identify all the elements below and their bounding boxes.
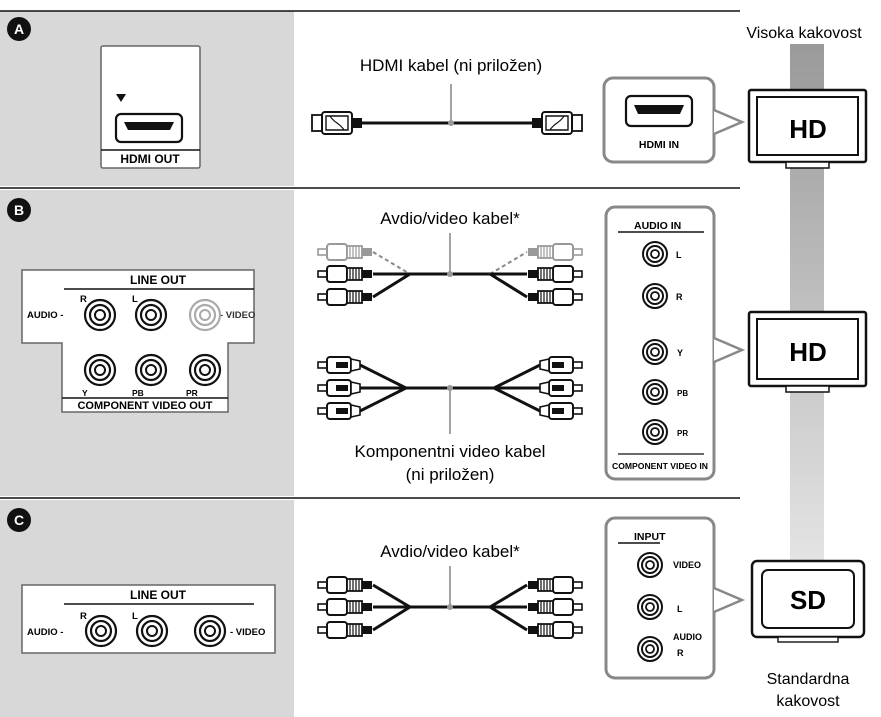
- audio-label-c: AUDIO -: [27, 627, 63, 638]
- av-cable-label-b: Avdio/video kabel*: [380, 209, 520, 228]
- pointer-b: [713, 336, 746, 364]
- svg-text:L: L: [132, 611, 138, 622]
- badge-b-text: B: [14, 202, 24, 218]
- component-cable-label-2: (ni priložen): [406, 465, 495, 484]
- player-line-out-component-panel: LINE OUT AUDIO - R L - VIDEO Y PB PR COM…: [21, 269, 255, 413]
- tv-audio-component-in-panel: AUDIO IN L R Y PB PR COMPONENT VIDEO IN: [604, 205, 716, 481]
- jack-r: [83, 298, 117, 332]
- triangle-marker-icon: [116, 94, 126, 102]
- jack-l: [134, 298, 168, 332]
- badge-a-text: A: [14, 21, 24, 37]
- svg-text:L: L: [132, 294, 138, 305]
- svg-text:R: R: [80, 294, 87, 305]
- badge-c: C: [7, 508, 31, 532]
- svg-text:PB: PB: [677, 389, 688, 398]
- svg-text:L: L: [677, 604, 683, 614]
- svg-text:VIDEO: VIDEO: [673, 560, 701, 570]
- jack-pr: [188, 353, 222, 387]
- pointer-a: [713, 108, 746, 136]
- quality-high-label: Visoka kakovost: [746, 25, 862, 42]
- input-label: INPUT: [634, 531, 666, 543]
- tv-hd-top: HD: [747, 88, 868, 169]
- hdmi-in-label: HDMI IN: [639, 139, 679, 151]
- svg-text:R: R: [677, 648, 684, 658]
- player-line-out-panel: LINE OUT AUDIO - R L - VIDEO: [21, 584, 276, 654]
- quality-standard-label-1: Standardna: [767, 671, 850, 688]
- pointer-c: [713, 586, 746, 614]
- line-out-label-c: LINE OUT: [130, 588, 187, 602]
- tv-hdmi-in-panel: HDMI IN: [602, 76, 716, 164]
- badge-c-text: C: [14, 512, 24, 528]
- svg-text:R: R: [80, 611, 87, 622]
- line-out-label-b: LINE OUT: [130, 273, 187, 287]
- component-video-out-label: COMPONENT VIDEO OUT: [77, 400, 212, 412]
- jack-video: [188, 298, 222, 332]
- tv-screen-label-b: HD: [789, 337, 827, 367]
- svg-text:PR: PR: [186, 388, 198, 398]
- jack-y: [83, 353, 117, 387]
- svg-text:PR: PR: [677, 429, 688, 438]
- svg-text:PB: PB: [132, 388, 144, 398]
- component-cable: [317, 356, 582, 434]
- quality-standard-label-2: kakovost: [776, 693, 840, 710]
- tv-screen-label-c: SD: [790, 585, 826, 615]
- audio-label-b: AUDIO -: [27, 310, 63, 321]
- player-hdmi-out-panel: HDMI OUT: [100, 45, 201, 169]
- tv-screen-label-a: HD: [789, 114, 827, 144]
- svg-text:Y: Y: [82, 388, 88, 398]
- svg-text:Y: Y: [677, 348, 683, 358]
- badge-a: A: [7, 17, 31, 41]
- audio-in-label: AUDIO IN: [634, 220, 681, 232]
- hdmi-out-label: HDMI OUT: [120, 152, 180, 166]
- hdmi-cable-label: HDMI kabel (ni priložen): [360, 56, 542, 75]
- svg-text:AUDIO: AUDIO: [673, 632, 702, 642]
- component-video-in-label: COMPONENT VIDEO IN: [612, 461, 708, 471]
- tv-sd-bottom: SD: [750, 559, 866, 643]
- svg-text:- VIDEO: - VIDEO: [220, 310, 255, 321]
- svg-text:- VIDEO: - VIDEO: [230, 627, 265, 638]
- svg-text:L: L: [676, 250, 682, 260]
- jack-pb: [134, 353, 168, 387]
- hdmi-cable: [311, 84, 582, 135]
- tv-hd-middle: HD: [747, 310, 868, 393]
- av-cable-b: [317, 233, 582, 306]
- av-cable-c: [317, 566, 582, 639]
- svg-text:R: R: [676, 292, 683, 302]
- component-cable-label-1: Komponentni video kabel: [355, 442, 546, 461]
- av-cable-label-c: Avdio/video kabel*: [380, 542, 520, 561]
- tv-input-panel: INPUT VIDEO L AUDIO R: [604, 516, 716, 680]
- badge-b: B: [7, 198, 31, 222]
